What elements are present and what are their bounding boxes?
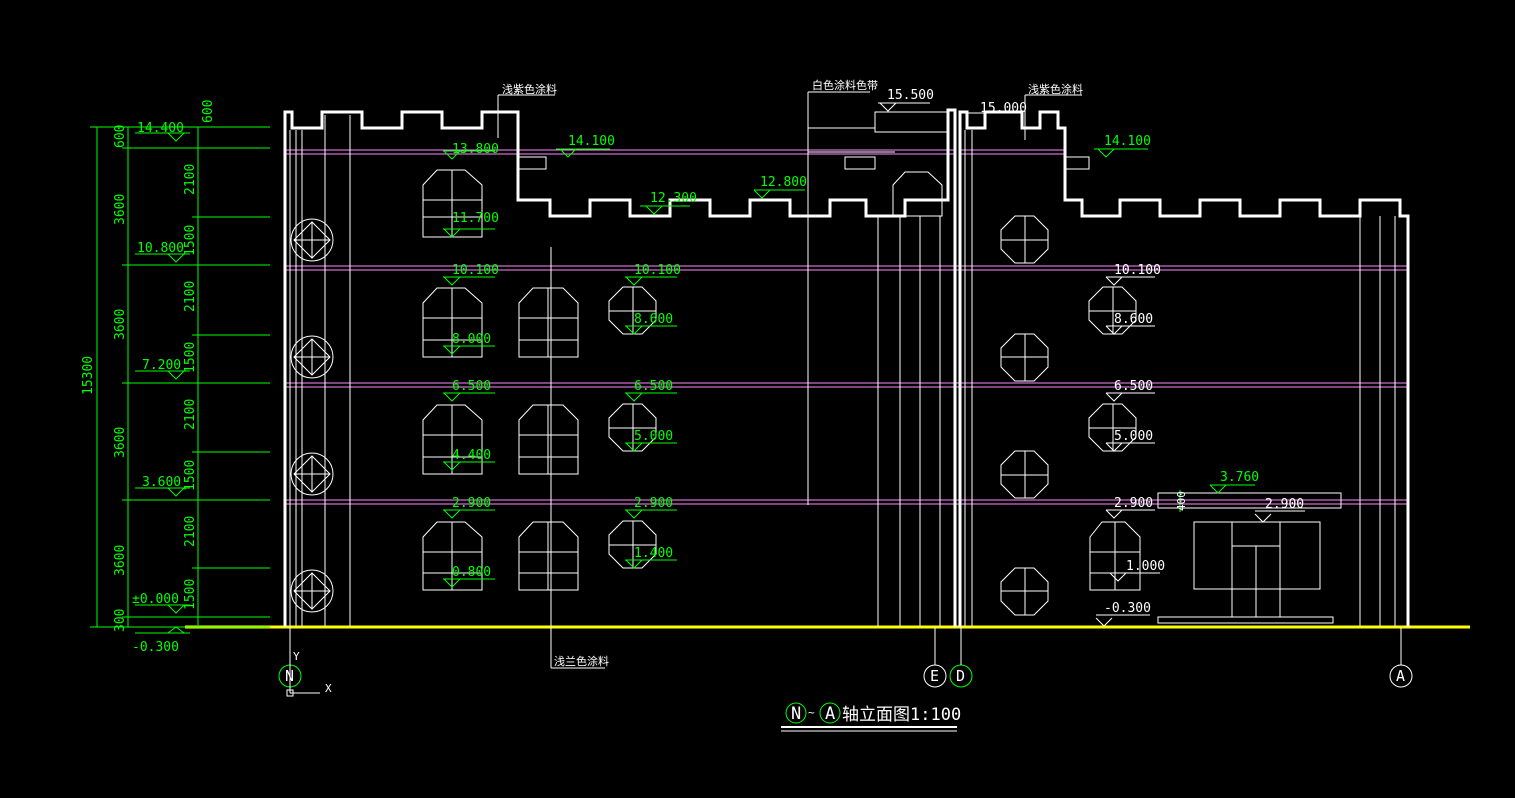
note-purple-left: 浅紫色涂料 — [502, 82, 557, 96]
axis-markers — [278, 627, 1413, 688]
wl-col3-0: 10.100 — [634, 263, 681, 278]
level-left-3: 3.600 — [142, 475, 181, 490]
wl-col3-5: 1.400 — [634, 546, 673, 561]
window-level-marks — [443, 150, 1305, 627]
dim-4: 3600 — [113, 545, 128, 576]
wl-col1-0: 13.800 — [452, 142, 499, 157]
wl-right-0: 10.100 — [1114, 263, 1161, 278]
ucs-x: X — [325, 682, 332, 695]
wl-right-5: 1.000 — [1126, 559, 1165, 574]
ucs-icon — [286, 660, 320, 697]
arched-windows — [422, 169, 1141, 591]
dim-0: 600 — [113, 125, 128, 148]
parapet-level-3: 15.500 — [887, 88, 934, 103]
title-axis-a: A — [825, 704, 835, 724]
level-left-2: 7.200 — [142, 358, 181, 373]
title-tilde: ~ — [808, 706, 815, 719]
parapet-level-0: 14.100 — [568, 134, 615, 149]
parapet-level-2: 12.800 — [760, 175, 807, 190]
note-white-band: 白色涂料色带 — [812, 78, 878, 92]
axis-label-E: E — [930, 667, 939, 685]
entrance — [1157, 490, 1342, 624]
parapet-level-1: 12.300 — [650, 191, 697, 206]
axis-label-D: D — [956, 667, 965, 685]
parapet-level-5: 14.100 — [1104, 134, 1151, 149]
level-left-0: 14.400 — [137, 121, 184, 136]
wl-right-4: 2.900 — [1114, 496, 1153, 511]
octagon-windows — [608, 215, 1137, 616]
drawing-title: 轴立面图1:100 — [842, 705, 961, 725]
total-dim: 15300 — [81, 356, 96, 395]
title-N-circle — [785, 702, 807, 724]
wl-right-3: 5.000 — [1114, 429, 1153, 444]
parapet-level-marks — [556, 102, 1148, 215]
dim-1: 3600 — [113, 194, 128, 225]
canopy-level-0: 3.760 — [1220, 470, 1259, 485]
wl-col1-7: 0.800 — [452, 565, 491, 580]
canopy-level-1: 2.900 — [1265, 497, 1304, 512]
ucs-y: Y — [293, 650, 300, 663]
dim-2: 3600 — [113, 309, 128, 340]
axis-label-A: A — [1396, 667, 1405, 685]
wl-col1-5: 4.400 — [452, 448, 491, 463]
note-purple-right: 浅紫色涂料 — [1028, 82, 1083, 96]
wl-col3-3: 5.000 — [634, 429, 673, 444]
wl-col1-3: 8.000 — [452, 332, 491, 347]
level-left-5: -0.300 — [132, 640, 179, 655]
title-A-circle — [819, 702, 841, 724]
leader-lines — [497, 91, 1090, 669]
wl-col1-6: 2.900 — [452, 496, 491, 511]
building-outline — [283, 108, 1410, 627]
sub-dim-4: 1500 — [183, 342, 198, 373]
level-left-4: ±0.000 — [132, 592, 179, 607]
sub-dim-2: 1500 — [183, 225, 198, 256]
wl-right-6: -0.300 — [1104, 601, 1151, 616]
parapet-level-4: 15.000 — [980, 101, 1027, 116]
floor-lines — [285, 149, 1408, 505]
dim-3: 3600 — [113, 427, 128, 458]
wl-col3-1: 8.600 — [634, 312, 673, 327]
level-left-1: 10.800 — [137, 241, 184, 256]
sub-dim-7: 2100 — [183, 516, 198, 547]
note-blue: 浅兰色涂料 — [554, 654, 609, 668]
canopy-dim: 400 — [1175, 491, 1188, 511]
wl-col1-1: 11.700 — [452, 211, 499, 226]
dim-5: 300 — [113, 609, 128, 632]
left-level-marks — [135, 132, 190, 634]
wl-col1-4: 6.500 — [452, 379, 491, 394]
title-axis-n: N — [791, 704, 801, 724]
sub-dim-8: 1500 — [183, 579, 198, 610]
wl-col3-2: 6.500 — [634, 379, 673, 394]
sub-dim-3: 2100 — [183, 281, 198, 312]
sub-dim-1: 2100 — [183, 164, 198, 195]
sub-dim-0: 600 — [201, 100, 216, 123]
wl-col3-4: 2.900 — [634, 496, 673, 511]
wl-right-2: 6.500 — [1114, 379, 1153, 394]
dimension-chain — [90, 126, 270, 628]
wl-right-1: 8.600 — [1114, 312, 1153, 327]
sub-dim-6: 1500 — [183, 460, 198, 491]
left-round-windows — [290, 218, 334, 613]
sub-dim-5: 2100 — [183, 399, 198, 430]
wl-col1-2: 10.100 — [452, 263, 499, 278]
